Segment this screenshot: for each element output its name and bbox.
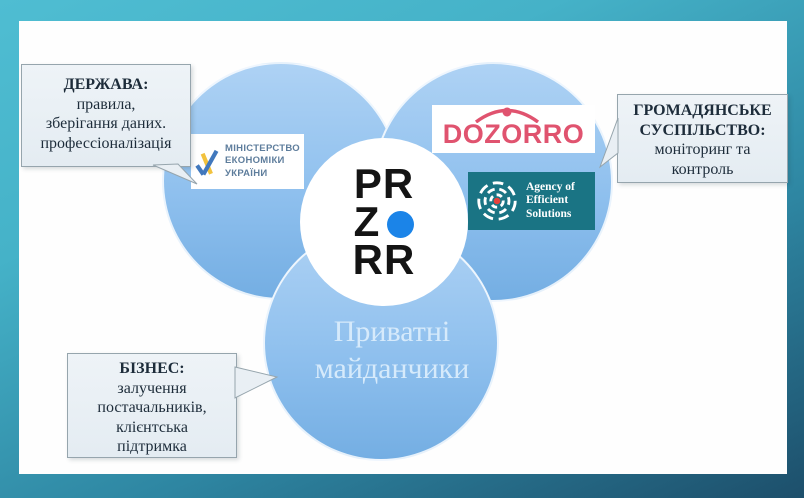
agency-of-efficient-solutions-logo: Agency of Efficient Solutions — [468, 172, 595, 230]
business-callout-line4: підтримка — [117, 438, 187, 455]
civil-callout-line1: моніторинг та — [654, 141, 751, 158]
state-callout-title: ДЕРЖАВА: — [63, 76, 149, 93]
agency-text-line3: Solutions — [526, 207, 572, 220]
business-callout: БІЗНЕС: залучення постачальників, клієнт… — [67, 353, 237, 458]
civil-society-callout: ГРОМАДЯНСЬКЕ СУСПІЛЬСТВО: моніторинг та … — [617, 94, 788, 183]
dozorro-logo: DOZORRO — [432, 105, 595, 153]
private-platforms-line2: майданчики — [314, 352, 470, 385]
ministry-logo-text: МІНІСТЕРСТВО ЕКОНОМІКИ УКРАЇНИ — [225, 143, 300, 181]
civil-callout-title-line2: СУСПІЛЬСТВО: — [639, 121, 766, 139]
slide-canvas: PR Z RR Приватні майданчики МІНІСТЕРСТВО… — [19, 21, 788, 474]
ministry-text-line3: УКРАЇНИ — [225, 167, 268, 179]
prozorro-center-circle: PR Z RR — [300, 138, 468, 306]
state-callout-line2: зберігання даних. — [45, 115, 167, 132]
civil-callout-line2: контроль — [671, 160, 734, 178]
agency-maze-icon — [477, 181, 517, 221]
business-callout-line2: постачальників, — [97, 399, 207, 416]
dozorro-binoculars-icon — [474, 107, 540, 123]
private-platforms-label: Приватні майданчики — [272, 313, 512, 387]
business-callout-line3: клієнтська — [116, 418, 188, 436]
prozorro-logo-z: Z — [353, 198, 381, 245]
ministry-text-line2: ЕКОНОМІКИ — [225, 155, 285, 167]
state-callout: ДЕРЖАВА: правила, зберігання даних. проф… — [21, 64, 191, 167]
state-callout-line1: правила, — [76, 95, 136, 113]
ministry-m-check-icon — [195, 149, 219, 176]
ministry-text-line1: МІНІСТЕРСТВО — [225, 142, 300, 154]
prozorro-logo-line1: PR — [353, 160, 415, 207]
business-callout-title: БІЗНЕС: — [119, 360, 185, 377]
agency-text-line2: Efficient — [526, 194, 569, 207]
prozorro-dot-icon — [387, 210, 415, 238]
civil-callout-title-line1: ГРОМАДЯНСЬКЕ — [633, 102, 772, 119]
ministry-of-economy-logo: МІНІСТЕРСТВО ЕКОНОМІКИ УКРАЇНИ — [191, 134, 304, 189]
dozorro-logo-text: DOZORRO — [442, 119, 585, 149]
prozorro-logo-line3: RR — [352, 236, 416, 283]
agency-logo-text: Agency of Efficient Solutions — [526, 181, 575, 222]
agency-text-line1: Agency of — [526, 180, 575, 193]
state-callout-line3: профессіоналізація — [40, 134, 172, 152]
prozorro-logo-line2: Z — [353, 198, 415, 245]
private-platforms-line1: Приватні — [333, 315, 451, 348]
prozorro-logo: PR Z RR — [352, 160, 416, 283]
business-callout-line1: залучення — [117, 379, 187, 397]
